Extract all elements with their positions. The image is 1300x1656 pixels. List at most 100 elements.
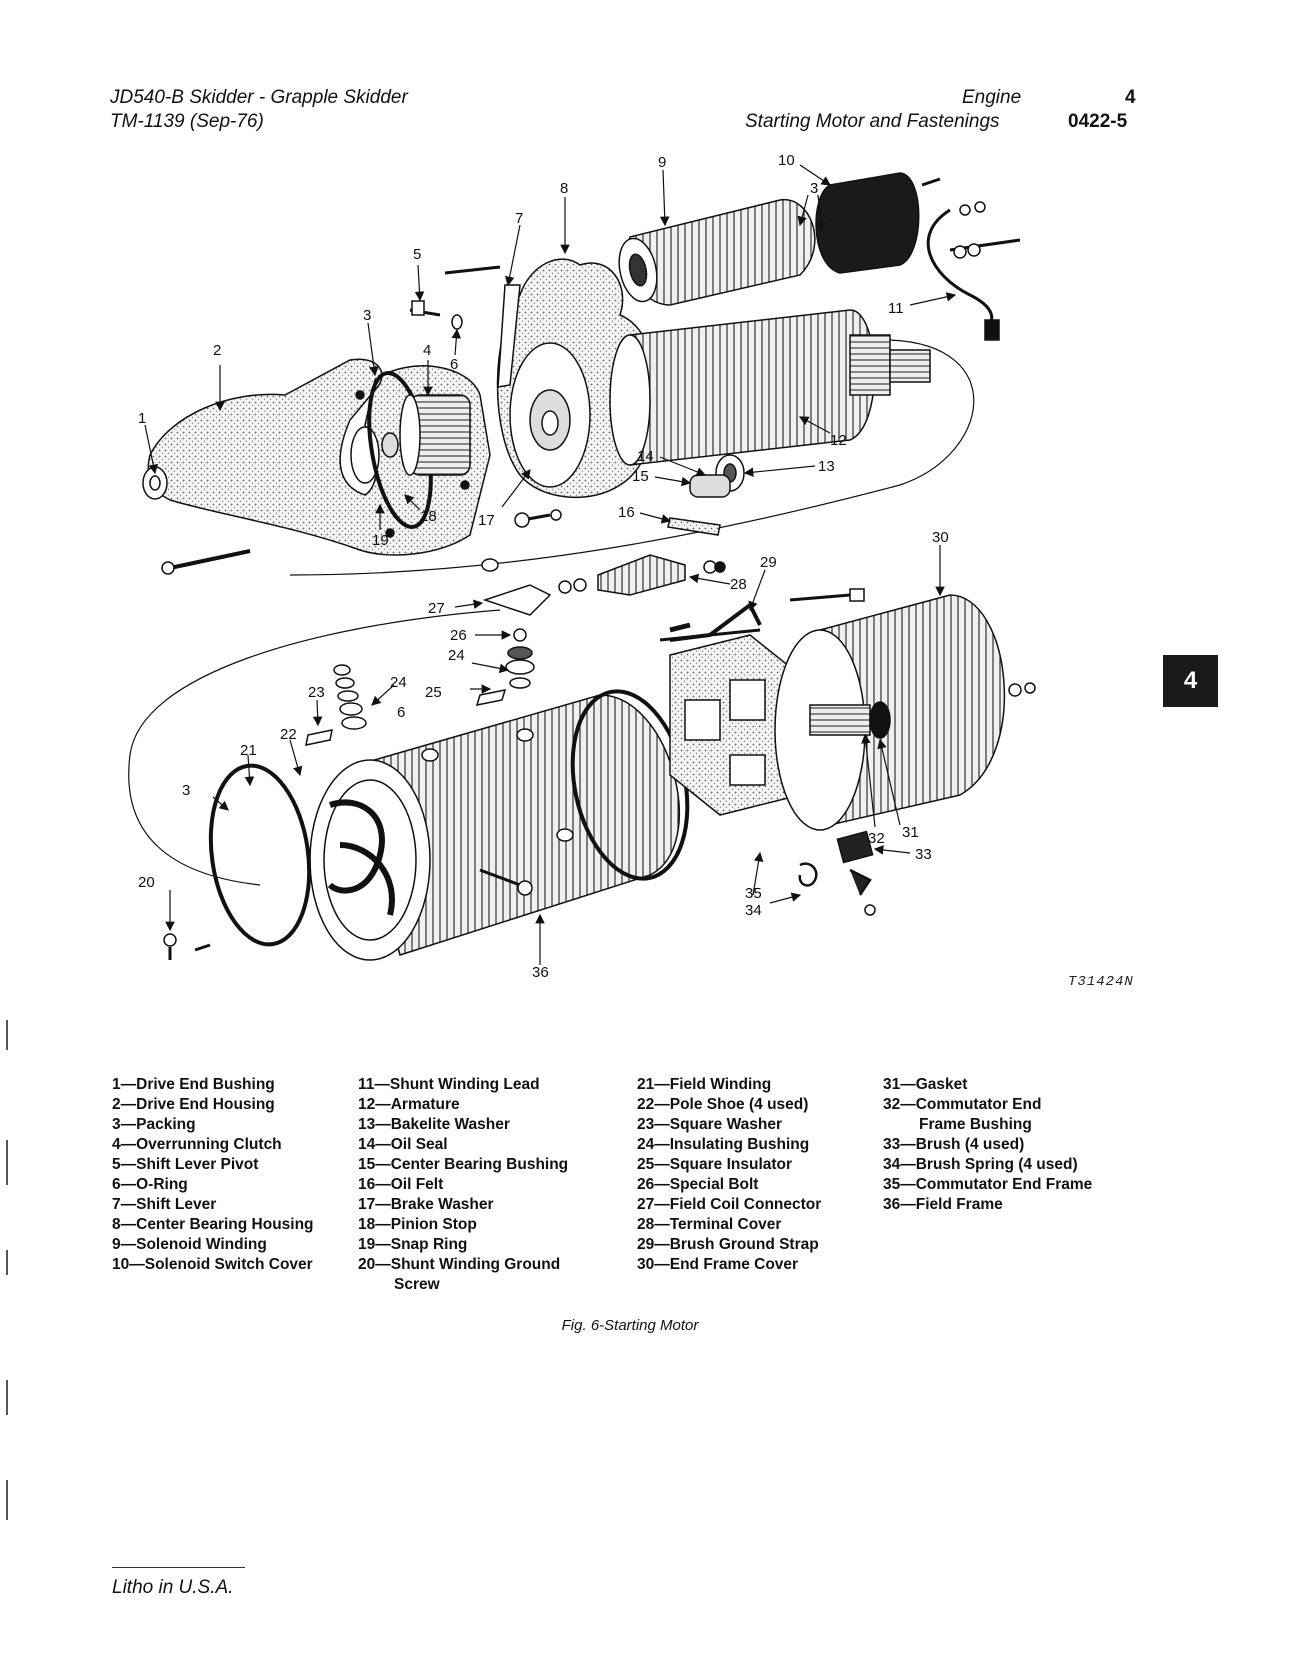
legend-item: 11—Shunt Winding Lead — [358, 1076, 540, 1093]
callout-26: 26 — [450, 627, 467, 644]
legend-item: 28—Terminal Cover — [637, 1216, 782, 1233]
legend-item: 16—Oil Felt — [358, 1176, 444, 1193]
callout-14: 14 — [637, 448, 654, 465]
page-topic: Starting Motor and Fastenings — [745, 111, 1000, 132]
solenoid-switch-cover — [815, 172, 920, 274]
end-frame-cover — [819, 594, 1006, 826]
legend-item: 31—Gasket — [883, 1076, 968, 1093]
margin-mark — [6, 1250, 8, 1275]
callout-1: 1 — [138, 410, 146, 427]
callout-33: 33 — [915, 846, 932, 863]
section-name: Engine — [962, 87, 1022, 108]
callout-2: 2 — [213, 342, 221, 359]
callout-35: 35 — [745, 885, 762, 902]
callout-20: 20 — [138, 874, 155, 891]
callout-13: 13 — [818, 458, 835, 475]
legend-item: 36—Field Frame — [883, 1196, 1003, 1213]
legend-item: 32—Commutator End — [883, 1096, 1042, 1113]
margin-mark — [6, 1140, 8, 1185]
legend-item: 12—Armature — [358, 1096, 460, 1113]
callout-23: 23 — [308, 684, 325, 701]
margin-mark — [6, 1020, 8, 1050]
callout-30: 30 — [932, 529, 949, 546]
manual-code: TM-1139 (Sep-76) — [110, 111, 264, 132]
legend-item-continuation: Frame Bushing — [919, 1116, 1032, 1133]
callout-22: 22 — [280, 726, 297, 743]
manual-title: JD540-B Skidder - Grapple Skidder — [110, 87, 408, 108]
callout-29: 29 — [760, 554, 777, 571]
footer-print-note: Litho in U.S.A. — [112, 1577, 234, 1598]
legend-item: 25—Square Insulator — [637, 1156, 793, 1173]
legend-item: 22—Pole Shoe (4 used) — [637, 1096, 809, 1113]
margin-mark — [6, 1480, 8, 1520]
starting-motor-exploded-diagram: 1 2 3 4 5 6 7 8 9 10 3 11 12 13 14 15 16… — [128, 155, 1134, 990]
packing-ring-lower — [208, 763, 312, 947]
callout-4: 4 — [423, 342, 431, 359]
shunt-winding-lead — [926, 208, 994, 326]
legend-item: 35—Commutator End Frame — [883, 1176, 1093, 1193]
callout-24: 24 — [390, 674, 407, 691]
section-tab: 4 — [1163, 655, 1218, 707]
callout-34: 34 — [745, 902, 762, 919]
legend-item: 23—Square Washer — [637, 1116, 783, 1133]
legend-item: 2—Drive End Housing — [112, 1096, 275, 1113]
legend-column-2: 11—Shunt Winding Lead 12—Armature 13—Bak… — [358, 1075, 568, 1295]
callout-9: 9 — [658, 155, 666, 171]
footer-rule — [112, 1567, 245, 1568]
legend-item: 3—Packing — [112, 1116, 196, 1133]
legend-item: 20—Shunt Winding Ground — [358, 1256, 561, 1273]
callout-25: 25 — [425, 684, 442, 701]
callout-3: 3 — [363, 307, 371, 324]
legend-item: 15—Center Bearing Bushing — [358, 1156, 569, 1173]
callout-5: 5 — [413, 246, 421, 263]
legend-item: 34—Brush Spring (4 used) — [883, 1156, 1078, 1173]
section-number: 4 — [1125, 87, 1136, 108]
callout-3: 3 — [810, 180, 818, 197]
legend-item: 6—O-Ring — [112, 1176, 188, 1193]
figure-caption: Fig. 6-Starting Motor — [561, 1317, 699, 1334]
legend-item: 7—Shift Lever — [112, 1196, 217, 1213]
legend-item: 21—Field Winding — [637, 1076, 772, 1093]
callout-17: 17 — [478, 512, 495, 529]
callout-10: 10 — [778, 155, 795, 169]
legend-item: 27—Field Coil Connector — [637, 1196, 822, 1213]
legend-item-continuation: Screw — [394, 1276, 440, 1293]
figure-code: T31424N — [1068, 974, 1134, 990]
callout-7: 7 — [515, 210, 523, 227]
legend-column-4: 31—Gasket 32—Commutator End Frame Bushin… — [883, 1075, 1092, 1215]
legend-item: 18—Pinion Stop — [358, 1216, 477, 1233]
legend-item: 19—Snap Ring — [358, 1236, 468, 1253]
legend-item: 14—Oil Seal — [358, 1136, 448, 1153]
legend-item: 10—Solenoid Switch Cover — [112, 1256, 313, 1273]
legend-item: 4—Overrunning Clutch — [112, 1136, 282, 1153]
legend-item: 29—Brush Ground Strap — [637, 1236, 819, 1253]
callout-36: 36 — [532, 964, 549, 981]
callout-24: 24 — [448, 647, 465, 664]
callout-16: 16 — [618, 504, 635, 521]
legend-item: 5—Shift Lever Pivot — [112, 1156, 259, 1173]
callout-31: 31 — [902, 824, 919, 841]
callout-15: 15 — [632, 468, 649, 485]
callout-27: 27 — [428, 600, 445, 617]
callout-19: 19 — [372, 532, 389, 549]
callout-3: 3 — [182, 782, 190, 799]
shift-lever — [497, 284, 521, 388]
legend-item: 17—Brake Washer — [358, 1196, 494, 1213]
callout-11: 11 — [888, 300, 904, 317]
legend-item: 1—Drive End Bushing — [112, 1076, 275, 1093]
legend-item: 8—Center Bearing Housing — [112, 1216, 314, 1233]
legend-item: 24—Insulating Bushing — [637, 1136, 810, 1153]
callout-6: 6 — [397, 704, 405, 721]
legend-item: 26—Special Bolt — [637, 1176, 759, 1193]
legend-item: 9—Solenoid Winding — [112, 1236, 267, 1253]
callout-32: 32 — [868, 830, 885, 847]
callout-21: 21 — [240, 742, 257, 759]
legend-column-3: 21—Field Winding 22—Pole Shoe (4 used) 2… — [637, 1075, 821, 1275]
page-number: 0422-5 — [1068, 111, 1128, 132]
callout-12: 12 — [830, 432, 847, 449]
legend-item: 13—Bakelite Washer — [358, 1116, 510, 1133]
legend-column-1: 1—Drive End Bushing 2—Drive End Housing … — [112, 1075, 314, 1275]
legend-item: 33—Brush (4 used) — [883, 1136, 1025, 1153]
callout-6: 6 — [450, 356, 458, 373]
callout-28: 28 — [730, 576, 747, 593]
